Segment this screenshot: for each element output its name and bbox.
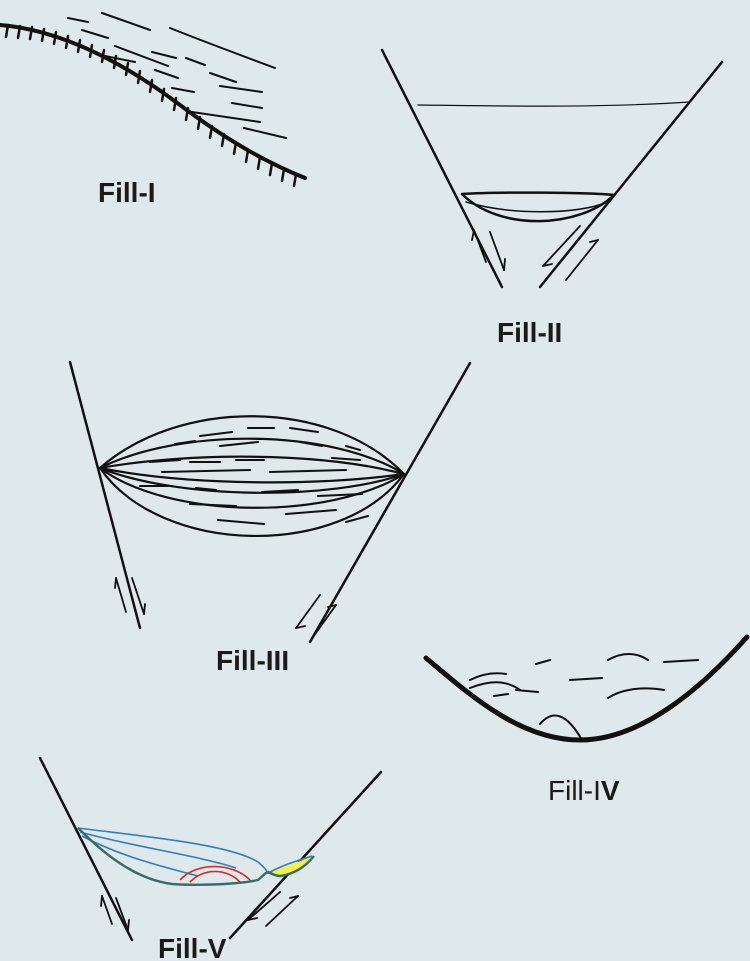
fill-3-strata-dashes bbox=[139, 427, 369, 525]
fill-1-sketch bbox=[0, 12, 307, 188]
fill-3-fault-arrows bbox=[114, 577, 337, 638]
fill-5-label: Fill-V bbox=[158, 933, 227, 961]
fill-4-sketch bbox=[423, 634, 750, 743]
fill-3-label: Fill-III bbox=[216, 645, 289, 676]
fill-3-sketch bbox=[68, 360, 472, 644]
fill-1-label: Fill-I bbox=[98, 177, 156, 208]
fill-2-left-fault bbox=[380, 48, 504, 289]
fill-1-strata bbox=[67, 12, 287, 139]
fill-5-sketch bbox=[38, 756, 383, 942]
fill-2-fill-layer bbox=[465, 201, 609, 213]
fill-3-lens-layers bbox=[98, 415, 406, 537]
fill-3-left-fault bbox=[68, 360, 142, 630]
fill-2-water-level bbox=[417, 101, 691, 107]
fill-5-blue-layers bbox=[77, 827, 313, 877]
fill-5-red-layers bbox=[179, 865, 251, 883]
fill-5-basin-floor bbox=[77, 827, 315, 886]
fill-4-label: Fill-IV bbox=[548, 775, 620, 806]
fill-4-channel-base bbox=[423, 634, 750, 743]
fill-4-label-suffix: V bbox=[601, 775, 620, 806]
fill-2-fill-base bbox=[460, 191, 616, 223]
fill-2-sketch bbox=[380, 48, 724, 289]
fill-5-left-fault bbox=[38, 756, 134, 942]
fill-2-label: Fill-II bbox=[497, 317, 562, 348]
fill-5-fault-arrows bbox=[100, 891, 299, 931]
fill-1-slope-line bbox=[0, 23, 307, 180]
fill-1-hatch-ticks bbox=[4, 23, 298, 188]
fill-2-fault-arrows bbox=[471, 225, 599, 281]
fill-5-right-fault bbox=[228, 770, 383, 940]
fill-3-right-fault bbox=[308, 361, 472, 644]
fill-2-right-fault bbox=[538, 60, 724, 289]
fill-4-strata bbox=[469, 653, 699, 741]
fill-5-yellow-deposit bbox=[270, 856, 312, 876]
fill-4-label-prefix: Fill-I bbox=[548, 775, 601, 806]
